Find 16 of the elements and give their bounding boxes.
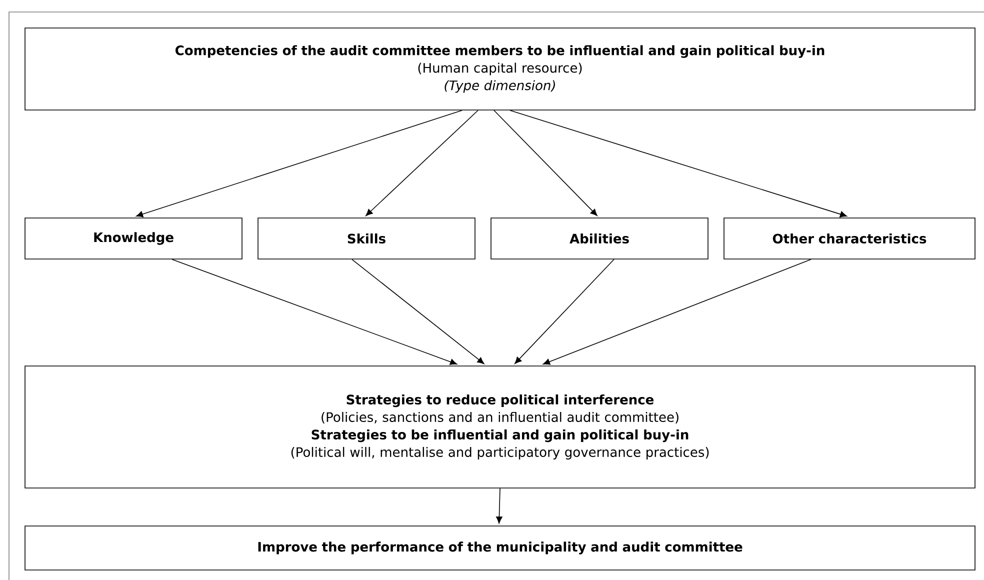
text-box: Competencies of the audit committee members to be influential and gain political buy-in (Human capital resource) (Type dimension) [24,28,976,110]
arrow [514,258,614,364]
text-box: Skills [258,218,476,260]
arrow [510,110,848,218]
text-box: Strategies to reduce political interference (Policies, sanctions and an influential audit committee) Strategies to be influential and gain political buy-in (Political will, mentalise and participatory governance practices) [24,366,976,488]
arrow [542,258,812,365]
text-box: Improve the performance of the municipality and audit committee [24,526,976,570]
arrow [496,488,502,524]
text-box: Other characteristics [724,218,976,260]
text-box: Knowledge [24,218,242,260]
arrow [136,110,462,218]
arrow [352,258,484,364]
text-box: Abilities [490,218,708,260]
arrow [366,110,478,216]
arrow [172,258,458,365]
arrow [494,110,598,216]
